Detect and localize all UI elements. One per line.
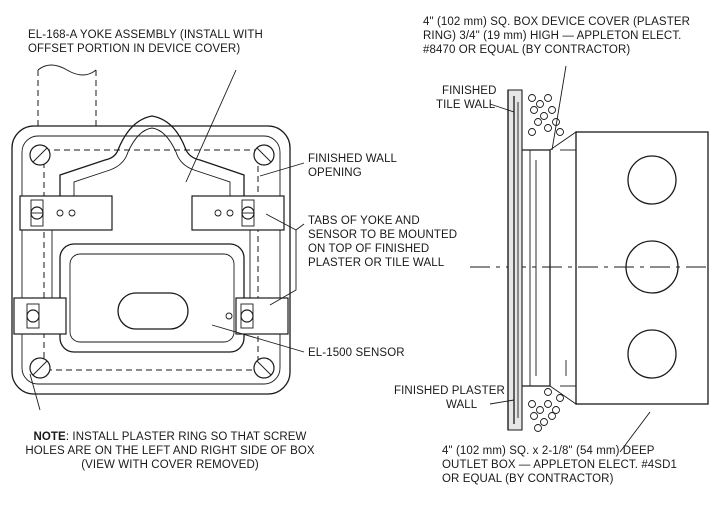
outlet-box-side — [560, 131, 709, 405]
corner-screw-top-right — [253, 144, 275, 166]
corner-screw-bottom-left — [29, 357, 51, 379]
sensor-label: EL-1500 SENSOR — [308, 347, 405, 359]
finished-wall-opening-outline — [43, 149, 259, 371]
install-note: NOTE: INSTALL PLASTER RING SO THAT SCREW… — [22, 430, 318, 472]
yoke-side — [513, 96, 519, 424]
note-line-1: : INSTALL PLASTER RING SO THAT SCREW — [65, 431, 307, 443]
front-view — [11, 64, 305, 411]
finished-plaster-wall-label: FINISHED PLASTER WALL — [394, 385, 505, 411]
note-line-2: HOLES ARE ON THE LEFT AND RIGHT SIDE OF … — [25, 445, 315, 457]
wall-aggregate — [528, 94, 564, 432]
outlet-box-outline — [11, 125, 291, 395]
yoke-assembly-label: EL-168-A YOKE ASSEMBLY (INSTALL WITH OFF… — [28, 29, 263, 55]
wall-section — [507, 89, 523, 431]
tabs-note-label: TABS OF YOKE AND SENSOR TO BE MOUNTED ON… — [308, 215, 458, 269]
outlet-box-label: 4" (102 mm) SQ. x 2-1/8" (54 mm) DEEP OU… — [442, 445, 677, 485]
conduit-stub — [37, 64, 97, 130]
finished-wall-opening-label: FINISHED WALL OPENING — [308, 153, 398, 179]
note-line-3: (VIEW WITH COVER REMOVED) — [81, 459, 259, 471]
knockout-center — [625, 240, 679, 294]
knockout-bottom — [627, 329, 677, 379]
corner-screw-top-left — [29, 144, 51, 166]
el-1500-sensor — [13, 243, 289, 353]
side-view — [470, 65, 712, 453]
corner-screw-bottom-right — [253, 357, 275, 379]
knockout-top — [627, 155, 677, 205]
device-cover-label: 4" (102 mm) SQ. BOX DEVICE COVER (PLASTE… — [423, 16, 690, 56]
note-key: NOTE — [33, 431, 66, 443]
finished-tile-wall-label: FINISHED TILE WALL — [436, 85, 497, 111]
yoke-assembly — [19, 115, 285, 298]
device-cover — [522, 131, 577, 405]
